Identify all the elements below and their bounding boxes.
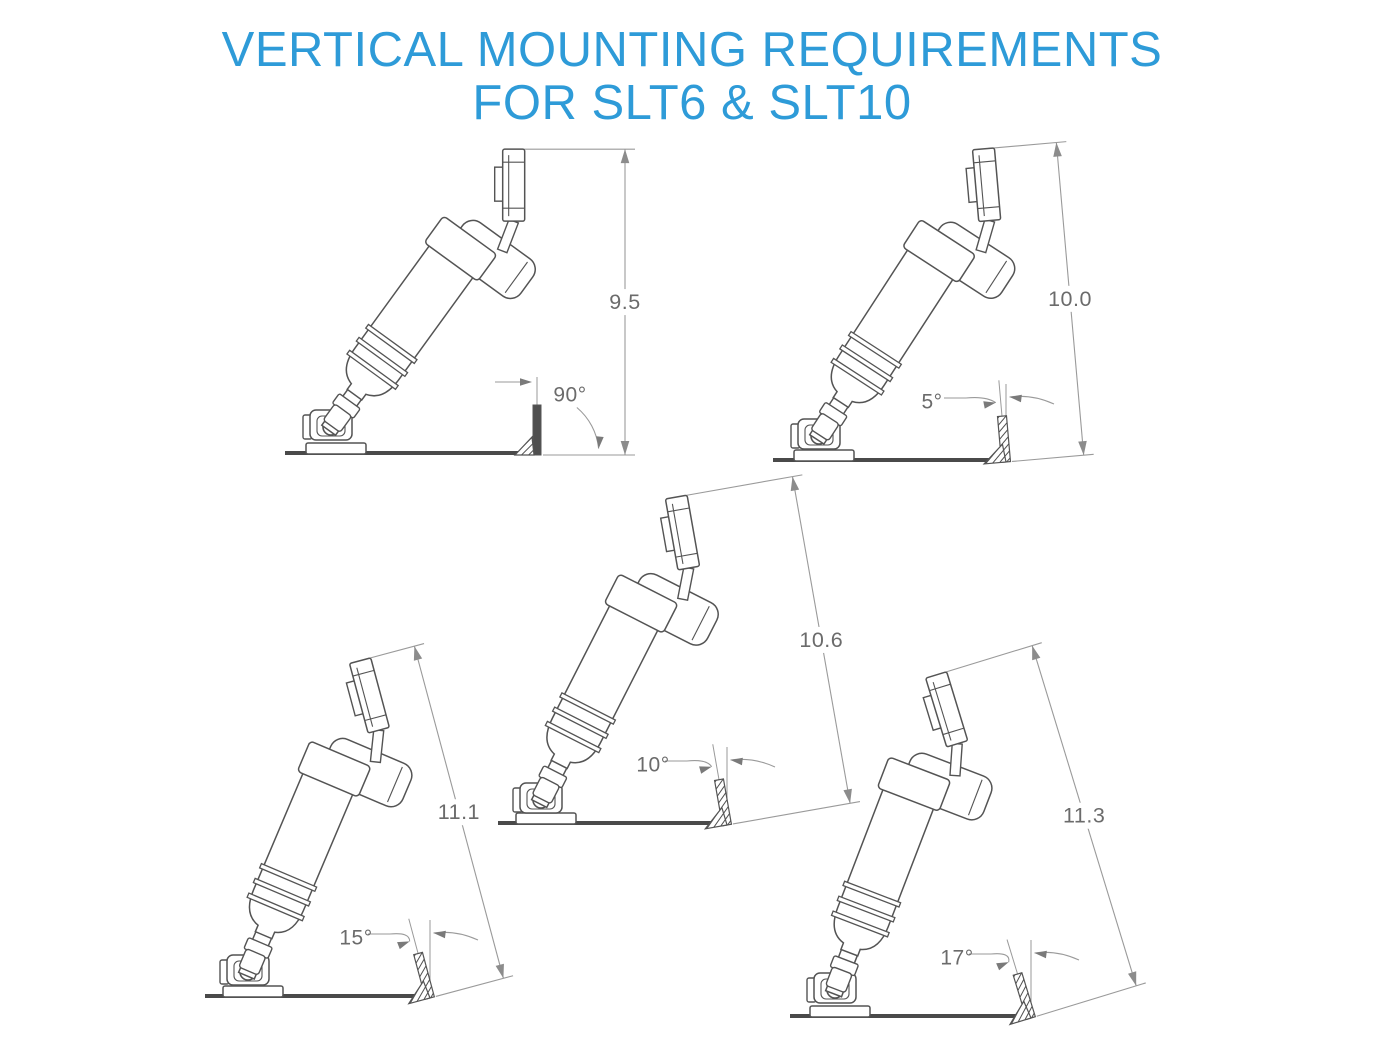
height-dimension-label: 10.0: [1048, 287, 1092, 311]
angle-label: 15°: [339, 927, 372, 950]
angle-annotation: 10°: [636, 744, 776, 830]
angle-annotation: 15°: [339, 918, 479, 1005]
page-title: VERTICAL MOUNTING REQUIREMENTS FOR SLT6 …: [0, 24, 1384, 130]
height-dimension: 11.1: [364, 643, 514, 997]
actuator-body: [824, 752, 993, 998]
angle-annotation: 17°: [940, 939, 1080, 1026]
diagram-15deg: 11.1 15°: [205, 643, 514, 1005]
title-line-2: FOR SLT6 & SLT10: [472, 75, 912, 130]
angle-annotation: 5°: [921, 380, 1055, 465]
title-line-1: VERTICAL MOUNTING REQUIREMENTS: [221, 23, 1163, 77]
diagram-17deg: 11.3 17°: [790, 642, 1146, 1026]
motor-mount-plate: [345, 657, 390, 734]
motor-mount-plate: [659, 494, 701, 571]
height-dimension-label: 9.5: [609, 290, 640, 314]
height-dimension: 10.6: [681, 474, 861, 825]
motor-mount-plate: [965, 147, 1002, 223]
height-dimension: 11.3: [940, 642, 1146, 1017]
motor-mount-plate: [493, 148, 526, 222]
actuator-body: [320, 216, 536, 437]
diagram-5deg: 10.0 5°: [773, 141, 1097, 465]
actuator-body: [808, 220, 1016, 446]
angle-label: 10°: [636, 754, 669, 777]
diagram-90deg: 9.5 90°: [285, 148, 651, 456]
height-dimension-label: 10.6: [799, 628, 843, 652]
angle-label: 17°: [940, 947, 973, 970]
height-dimension-label: 11.3: [1063, 804, 1105, 828]
actuator-body: [530, 572, 719, 809]
height-dimension: 9.5: [518, 148, 651, 456]
motor-mount-plate: [922, 671, 968, 748]
angle-annotation: 90°: [495, 377, 604, 456]
actuator-body: [237, 737, 413, 980]
height-dimension-label: 11.1: [438, 800, 480, 824]
angle-label: 90°: [553, 384, 586, 407]
angle-label: 5°: [921, 391, 942, 414]
height-dimension: 10.0: [988, 141, 1097, 463]
diagram-10deg: 10.6 10°: [498, 474, 861, 830]
mount-base: [806, 972, 871, 1018]
transom-plate: [532, 404, 542, 456]
